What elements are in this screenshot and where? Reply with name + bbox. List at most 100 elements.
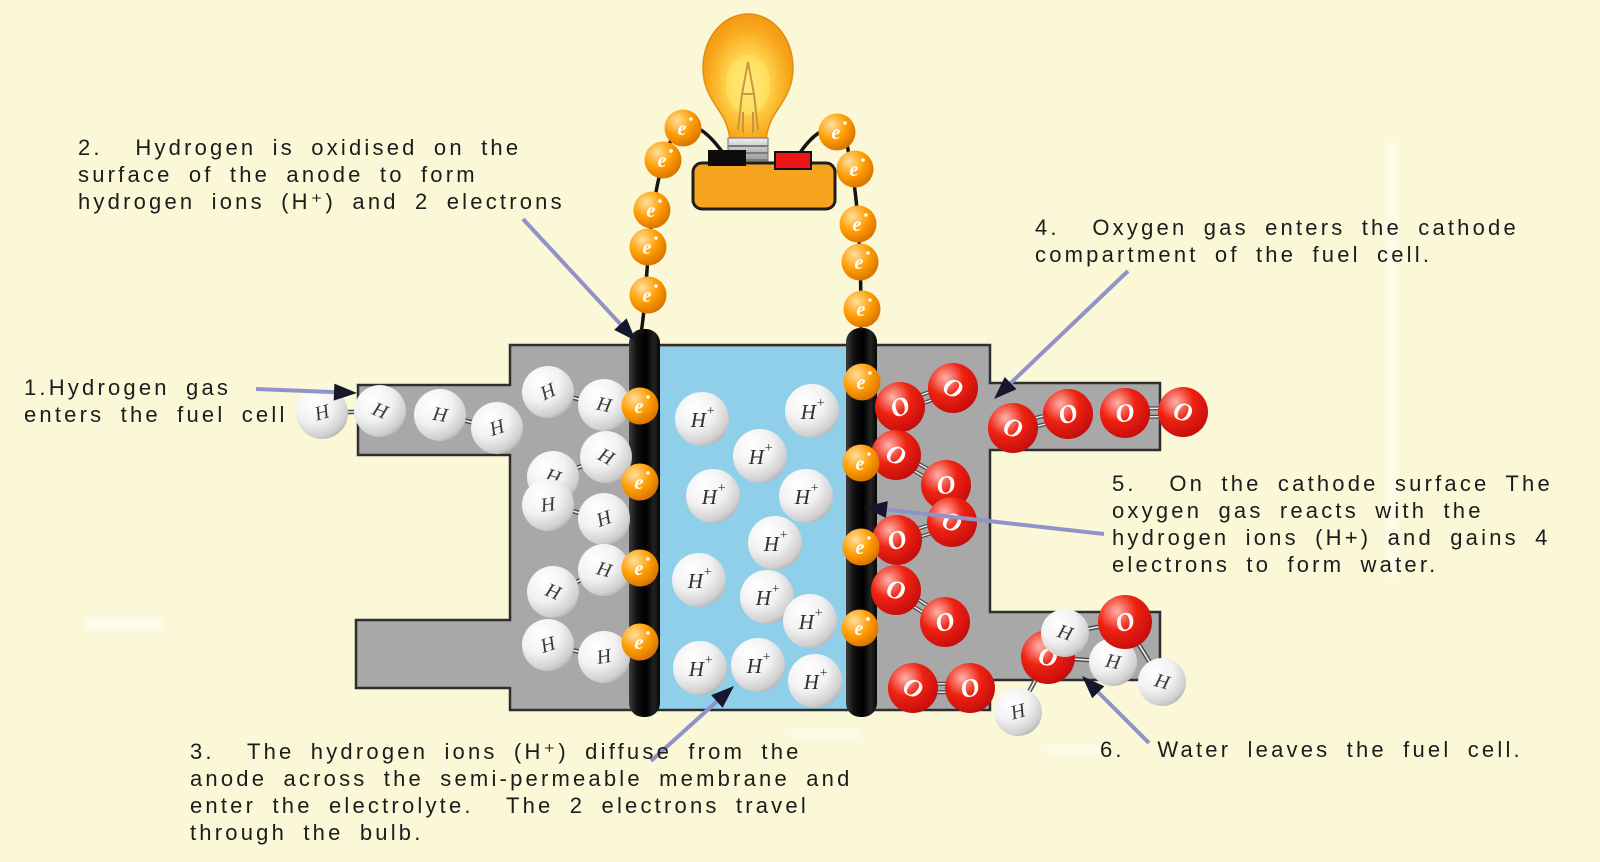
hydrogen-atom	[578, 544, 630, 596]
wire-electron: e	[629, 276, 667, 314]
hydrogen-ion: H+	[686, 469, 740, 523]
hydrogen-atom	[994, 688, 1042, 736]
anode-electrode	[629, 329, 660, 717]
anode-electron: e	[621, 463, 659, 501]
oxygen-atom	[1043, 389, 1093, 439]
hydrogen-atom	[522, 479, 574, 531]
annotation-step-1: 1.Hydrogen gas enters the fuel cell	[24, 375, 288, 427]
oxygen-atom	[872, 515, 922, 565]
battery-terminal-negative	[708, 150, 746, 166]
svg-text:e: e	[857, 372, 866, 394]
svg-text:e: e	[856, 453, 865, 475]
arrow-step5	[864, 501, 1105, 536]
svg-text:e: e	[855, 252, 864, 274]
hydrogen-atom	[578, 379, 630, 431]
hydrogen-atom	[580, 431, 632, 483]
cathode-electron: e	[841, 609, 879, 647]
battery-body	[691, 161, 837, 211]
hydrogen-ion: H+	[672, 553, 726, 607]
annotation-step-6: 6. Water leaves the fuel cell.	[1100, 737, 1523, 762]
hydrogen-ion-atom	[740, 570, 794, 624]
hydrogen-ion-atom	[675, 392, 729, 446]
hydrogen-ion-atom	[686, 469, 740, 523]
hydrogen-ion-atom	[748, 516, 802, 570]
hydrogen-ion-atom	[779, 469, 833, 523]
bulb-filament	[737, 61, 759, 133]
oxygen-atom	[927, 497, 977, 547]
arrow-step4	[994, 269, 1130, 399]
svg-text:O: O	[1114, 397, 1137, 428]
cathode-electron: e	[843, 363, 881, 401]
hydrogen-ion: H+	[731, 638, 785, 692]
svg-text:e: e	[635, 558, 644, 580]
hydrogen-ion-atom	[733, 429, 787, 483]
hydrogen-ion-atom	[672, 553, 726, 607]
battery	[691, 150, 837, 211]
wire-electron: e	[644, 141, 682, 179]
svg-text:e: e	[855, 618, 864, 640]
wire-electron: e	[633, 191, 671, 229]
wire-electron: e	[664, 109, 702, 147]
svg-text:e: e	[857, 299, 866, 321]
cathode-electron: e	[842, 528, 880, 566]
hydrogen-ion: H+	[740, 570, 794, 624]
arrow-step3	[649, 686, 734, 763]
light-bulb	[702, 13, 794, 167]
annotation-step-2: 2. Hydrogen is oxidised on the surface o…	[78, 135, 565, 214]
hydrogen-ion: H+	[783, 594, 837, 648]
oxygen-atom	[928, 363, 978, 413]
hydrogen-atom	[1089, 638, 1137, 686]
highlight-streaks	[84, 140, 1398, 755]
arrow-step6	[1082, 676, 1151, 745]
annotation-step-4: 4. Oxygen gas enters the cathode compart…	[1035, 215, 1519, 267]
hydrogen-ion: H+	[779, 469, 833, 523]
hydrogen-ion-atom	[783, 594, 837, 648]
battery-terminal-positive	[774, 151, 812, 170]
svg-text:O: O	[934, 469, 958, 501]
wire-electron: e	[841, 243, 879, 281]
hydrogen-ion: H+	[788, 654, 842, 708]
h2-molecule: HH	[522, 479, 630, 545]
arrow-step1	[255, 383, 357, 401]
oxygen-atom	[921, 460, 971, 510]
wire-electron: e	[836, 150, 874, 188]
svg-text:e: e	[647, 200, 656, 222]
svg-text:e: e	[658, 150, 667, 172]
oxygen-atom	[888, 663, 938, 713]
hydrogen-atom	[522, 619, 574, 671]
anode-electron: e	[621, 549, 659, 587]
hydrogen-ion: H+	[673, 641, 727, 695]
hydrogen-ion-atom	[785, 384, 839, 438]
svg-text:e: e	[678, 118, 687, 140]
annotation-step-5: 5. On the cathode surface The oxygen gas…	[1112, 471, 1553, 577]
hydrogen-atom	[1138, 658, 1186, 706]
hydrogen-atom	[522, 366, 574, 418]
svg-text:e: e	[635, 632, 644, 654]
o2-molecule: OO	[875, 363, 978, 432]
anode-electron: e	[621, 623, 659, 661]
hydrogen-atom	[1041, 609, 1089, 657]
o2-molecule: OO	[871, 565, 970, 647]
svg-text:e: e	[850, 159, 859, 181]
bulb-glow	[726, 55, 770, 115]
hydrogen-ion-atom	[731, 638, 785, 692]
wire-electron: e	[839, 205, 877, 243]
hydrogen-atom	[578, 631, 630, 683]
oxygen-atom	[988, 403, 1038, 453]
oxygen-atom	[875, 382, 925, 432]
wire-electron: e	[818, 113, 856, 151]
water-molecule: HHO	[1041, 595, 1186, 706]
hydrogen-ion-atom	[673, 641, 727, 695]
svg-text:e: e	[856, 537, 865, 559]
hydrogen-ion: H+	[748, 516, 802, 570]
svg-text:H: H	[1103, 650, 1124, 675]
oxygen-atom	[1098, 595, 1152, 649]
o2-molecule: OO	[872, 497, 977, 565]
anode-electron: e	[621, 387, 659, 425]
